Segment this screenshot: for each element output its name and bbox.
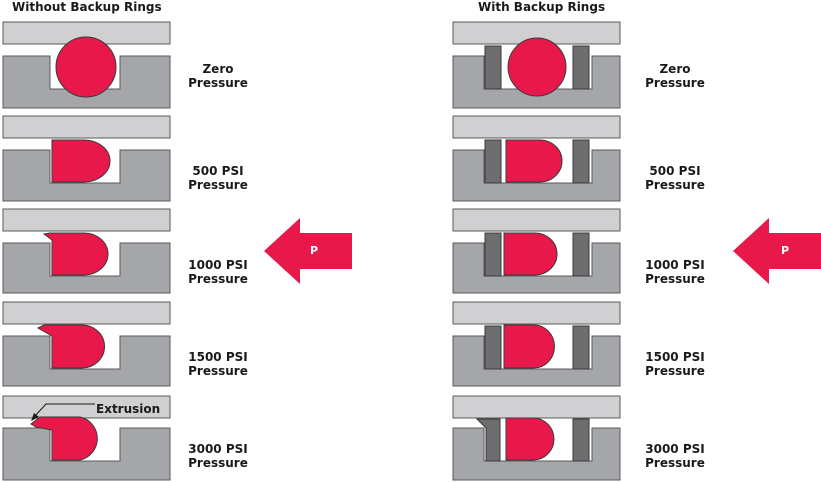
label-line2: Pressure	[645, 364, 705, 378]
diagram-right-zero	[452, 21, 621, 109]
pressure-label-left-500: 500 PSI Pressure	[173, 164, 263, 192]
diagram-right-1500	[452, 301, 621, 387]
title-without-backup-rings: Without Backup Rings	[12, 0, 162, 14]
pressure-label-left-1000: 1000 PSI Pressure	[173, 258, 263, 286]
pressure-label-right-1000: 1000 PSI Pressure	[630, 258, 720, 286]
pressure-label-left-zero: Zero Pressure	[173, 62, 263, 90]
label-line1: 1000 PSI	[645, 258, 705, 272]
pressure-label-right-zero: Zero Pressure	[630, 62, 720, 90]
pressure-label-right-1500: 1500 PSI Pressure	[630, 350, 720, 378]
label-line2: Pressure	[188, 364, 248, 378]
diagram-right-1000	[452, 208, 621, 294]
pressure-arrow-right	[733, 218, 821, 284]
label-line1: 1000 PSI	[188, 258, 248, 272]
diagram-left-1500	[2, 301, 171, 387]
label-line2: Pressure	[188, 178, 248, 192]
label-line2: Pressure	[188, 456, 248, 470]
label-line1: 1500 PSI	[645, 350, 705, 364]
diagram-right-500	[452, 115, 621, 202]
label-line2: Pressure	[645, 272, 705, 286]
title-with-backup-rings: With Backup Rings	[478, 0, 606, 14]
arrow-label-left: P	[309, 244, 319, 257]
label-line1: 1500 PSI	[188, 350, 248, 364]
pressure-label-left-3000: 3000 PSI Pressure	[173, 442, 263, 470]
label-line2: Pressure	[645, 178, 705, 192]
pressure-label-right-3000: 3000 PSI Pressure	[630, 442, 720, 470]
label-line1: 500 PSI	[649, 164, 701, 178]
diagram-left-3000	[2, 395, 171, 481]
pressure-arrow-left	[264, 218, 352, 284]
label-line1: 3000 PSI	[645, 442, 705, 456]
extrusion-callout: Extrusion	[96, 402, 161, 416]
label-line1: Zero	[202, 62, 234, 76]
diagram-right-3000	[452, 395, 621, 481]
label-line2: Pressure	[188, 76, 248, 90]
label-line2: Pressure	[188, 272, 248, 286]
label-line2: Pressure	[645, 76, 705, 90]
diagram-left-500	[2, 115, 171, 202]
pressure-label-right-500: 500 PSI Pressure	[630, 164, 720, 192]
diagram-left-1000	[2, 208, 171, 294]
label-line1: 500 PSI	[192, 164, 244, 178]
label-line1: Zero	[659, 62, 691, 76]
arrow-label-right: P	[780, 244, 790, 257]
label-line1: 3000 PSI	[188, 442, 248, 456]
diagram-left-zero	[2, 21, 171, 109]
label-line2: Pressure	[645, 456, 705, 470]
pressure-label-left-1500: 1500 PSI Pressure	[173, 350, 263, 378]
